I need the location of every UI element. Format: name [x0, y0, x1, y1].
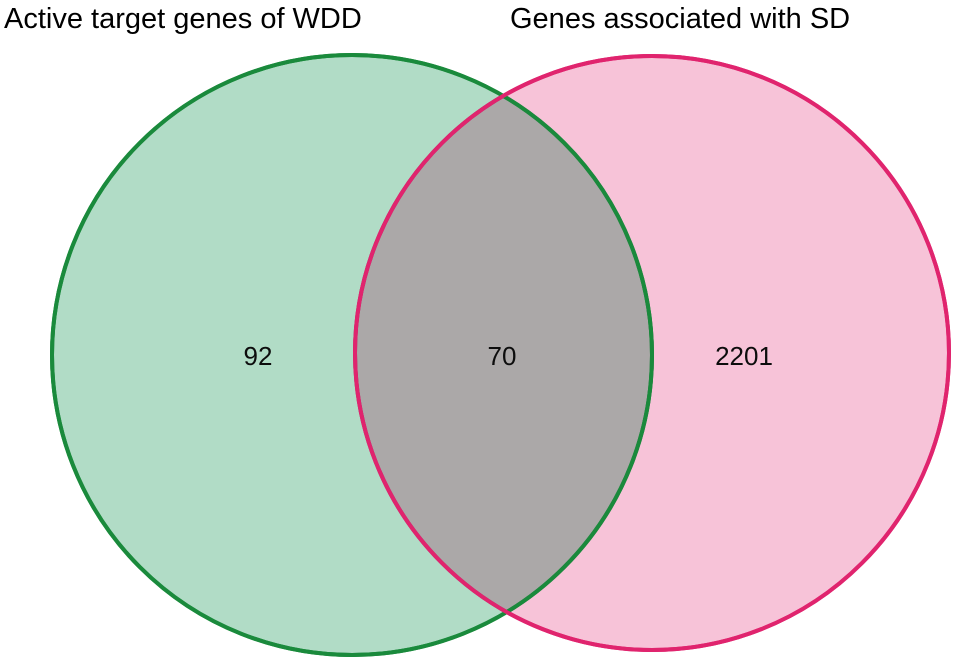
- set-label-left: Active target genes of WDD: [4, 3, 362, 35]
- count-left-only: 92: [244, 341, 273, 371]
- count-right-only: 2201: [715, 341, 773, 371]
- circle-right-outline: [353, 54, 951, 652]
- count-intersection: 70: [488, 341, 517, 371]
- set-label-right: Genes associated with SD: [510, 3, 851, 35]
- circle-left-outline: [50, 53, 654, 657]
